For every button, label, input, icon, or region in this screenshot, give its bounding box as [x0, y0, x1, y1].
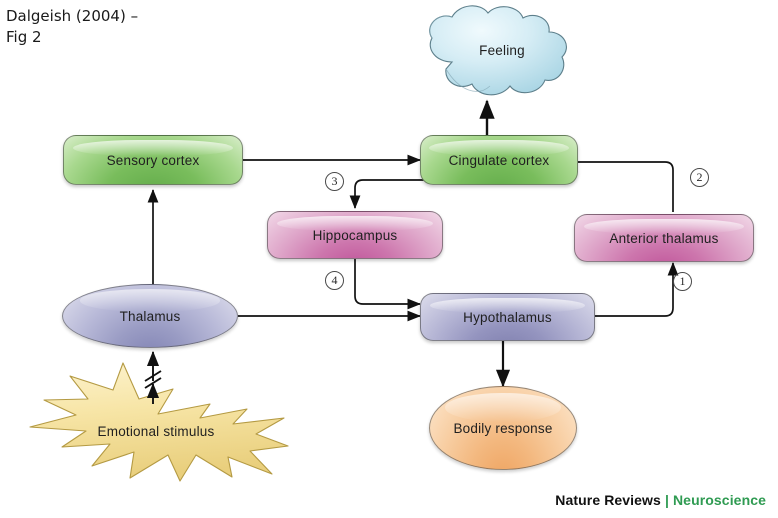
step-marker-1-label: 1 [679, 274, 686, 288]
node-label-bodily-response: Bodily response [453, 420, 553, 436]
step-marker-2-label: 2 [696, 170, 703, 184]
step-marker-2: 2 [690, 168, 709, 187]
journal-name: Nature Reviews [555, 492, 661, 508]
node-bodily-response[interactable]: Bodily response [429, 386, 577, 470]
node-feeling[interactable]: Feeling [432, 16, 572, 84]
node-hippocampus[interactable]: Hippocampus [267, 211, 443, 259]
node-anterior-thalamus[interactable]: Anterior thalamus [574, 214, 754, 262]
node-sensory-cortex[interactable]: Sensory cortex [63, 135, 243, 185]
node-emotional-stimulus[interactable]: Emotional stimulus [58, 415, 254, 447]
node-label-hypothalamus: Hypothalamus [463, 309, 552, 325]
node-label-hippocampus: Hippocampus [312, 227, 398, 243]
node-label-emotional-stimulus: Emotional stimulus [97, 423, 215, 439]
node-label-sensory-cortex: Sensory cortex [106, 152, 200, 168]
step-marker-3-label: 3 [331, 174, 338, 188]
journal-section: Neuroscience [672, 492, 766, 508]
step-marker-4: 4 [325, 271, 344, 290]
connector-hippocampus-hypothalamus [354, 259, 422, 310]
journal-credit: Nature Reviews|Neuroscience [555, 492, 766, 508]
step-marker-1: 1 [673, 272, 692, 291]
node-hypothalamus[interactable]: Hypothalamus [420, 293, 595, 341]
node-label-cingulate-cortex: Cingulate cortex [448, 152, 550, 168]
node-label-feeling: Feeling [479, 42, 525, 58]
step-marker-3: 3 [325, 172, 344, 191]
step-marker-4-label: 4 [331, 273, 338, 287]
node-thalamus[interactable]: Thalamus [62, 284, 238, 348]
node-label-anterior-thalamus: Anterior thalamus [609, 230, 719, 246]
journal-divider: | [664, 492, 669, 508]
page-title: Dalgeish (2004) – Fig 2 [6, 7, 139, 46]
node-cingulate-cortex[interactable]: Cingulate cortex [420, 135, 578, 185]
connector-hypothalamus-anterior-thalamus [595, 261, 679, 317]
node-label-thalamus: Thalamus [119, 308, 181, 324]
connector-cingulate-cortex-hippocampus [349, 179, 425, 210]
connector-emotional-stimulus-thalamus [144, 350, 162, 404]
